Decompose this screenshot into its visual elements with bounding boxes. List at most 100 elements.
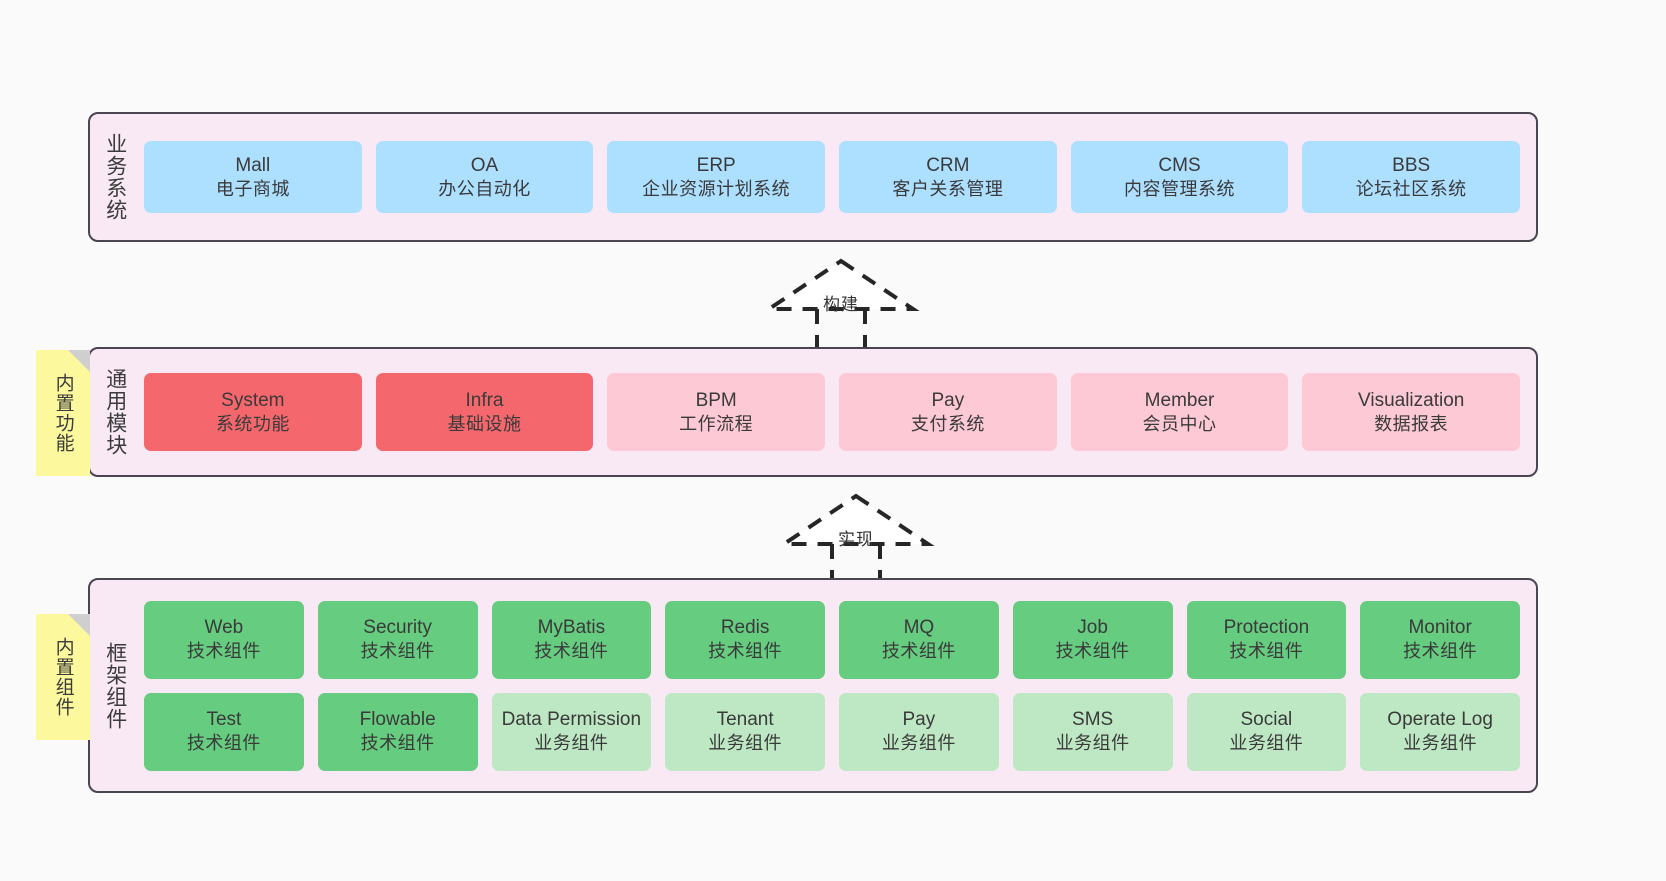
- node-sms[interactable]: SMS 业务组件: [1012, 692, 1173, 771]
- node-infra[interactable]: Infra 基础设施: [375, 373, 594, 451]
- node-data-permission-title: Data Permission: [501, 709, 642, 731]
- node-mybatis-subtitle: 技术组件: [534, 641, 609, 662]
- layer-title-business-system: 业务系统: [103, 133, 127, 221]
- node-test-subtitle: 技术组件: [186, 733, 261, 754]
- node-flowable[interactable]: Flowable 技术组件: [317, 692, 478, 771]
- node-visualization-subtitle: 数据报表: [1374, 413, 1449, 434]
- node-web-title: Web: [204, 617, 244, 639]
- node-operate-log-subtitle: 业务组件: [1403, 733, 1478, 754]
- note-fold-corner-icon: [68, 350, 90, 372]
- node-data-permission-subtitle: 业务组件: [534, 733, 609, 754]
- node-member[interactable]: Member 会员中心: [1070, 373, 1289, 451]
- layer-title-common-module: 通用模块: [103, 368, 127, 456]
- node-monitor[interactable]: Monitor 技术组件: [1360, 600, 1520, 679]
- node-web-subtitle: 技术组件: [186, 641, 261, 662]
- node-job[interactable]: Job 技术组件: [1012, 600, 1173, 679]
- node-oa-subtitle: 办公自动化: [438, 178, 531, 199]
- node-bbs-title: BBS: [1392, 154, 1431, 176]
- row-tech-components: Web 技术组件 Security 技术组件 MyBatis 技术组件 Redi…: [144, 600, 1520, 679]
- node-redis-title: Redis: [720, 617, 770, 639]
- node-erp-subtitle: 企业资源计划系统: [642, 178, 791, 199]
- layer-body-framework-component: Web 技术组件 Security 技术组件 MyBatis 技术组件 Redi…: [140, 580, 1536, 791]
- node-mybatis[interactable]: MyBatis 技术组件: [491, 600, 652, 679]
- node-mq-title: MQ: [903, 617, 935, 639]
- node-data-permission[interactable]: Data Permission 业务组件: [491, 692, 652, 771]
- node-crm-subtitle: 客户关系管理: [892, 178, 1004, 199]
- node-test-title: Test: [206, 709, 242, 731]
- node-erp[interactable]: ERP 企业资源计划系统: [607, 141, 826, 213]
- row-common-modules: System 系统功能 Infra 基础设施 BPM 工作流程 Pay 支付系统…: [144, 373, 1521, 451]
- node-pay-component[interactable]: Pay 业务组件: [839, 692, 999, 771]
- node-monitor-title: Monitor: [1408, 617, 1472, 639]
- node-protection-title: Protection: [1223, 617, 1310, 639]
- node-pay-component-title: Pay: [902, 709, 936, 731]
- node-flowable-subtitle: 技术组件: [360, 733, 435, 754]
- node-pay-module-subtitle: 支付系统: [910, 413, 985, 434]
- node-system-title: System: [221, 389, 285, 411]
- node-bpm-subtitle: 工作流程: [679, 413, 754, 434]
- node-mall-title: Mall: [235, 154, 271, 176]
- node-mall[interactable]: Mall 电子商城: [144, 141, 362, 213]
- node-member-subtitle: 会员中心: [1142, 413, 1217, 434]
- node-cms-subtitle: 内容管理系统: [1124, 178, 1236, 199]
- note-builtin-component-label: 内置组件: [52, 637, 74, 717]
- node-bbs-subtitle: 论坛社区系统: [1355, 178, 1467, 199]
- connector-build: 构建: [761, 257, 921, 353]
- node-visualization-title: Visualization: [1358, 389, 1465, 411]
- node-sms-title: SMS: [1072, 709, 1114, 731]
- node-protection[interactable]: Protection 技术组件: [1186, 600, 1347, 679]
- node-sms-subtitle: 业务组件: [1055, 733, 1130, 754]
- node-bbs[interactable]: BBS 论坛社区系统: [1302, 141, 1521, 213]
- node-mq[interactable]: MQ 技术组件: [839, 600, 999, 679]
- note-fold-corner-icon: [68, 614, 90, 636]
- node-infra-subtitle: 基础设施: [447, 413, 522, 434]
- layer-business-system: 业务系统 Mall 电子商城 OA 办公自动化 ERP 企业资源计划系统 CRM…: [88, 112, 1538, 242]
- node-pay-component-subtitle: 业务组件: [881, 733, 956, 754]
- connector-implement: 实现: [776, 492, 936, 588]
- connector-build-label: 构建: [823, 295, 859, 314]
- layer-common-module: 通用模块 System 系统功能 Infra 基础设施 BPM 工作流程 Pay…: [88, 347, 1538, 477]
- node-bpm[interactable]: BPM 工作流程: [607, 373, 826, 451]
- row-business-components: Test 技术组件 Flowable 技术组件 Data Permission …: [144, 692, 1520, 771]
- node-social[interactable]: Social 业务组件: [1186, 692, 1347, 771]
- node-redis-subtitle: 技术组件: [708, 641, 783, 662]
- node-social-subtitle: 业务组件: [1229, 733, 1304, 754]
- node-pay-module[interactable]: Pay 支付系统: [839, 373, 1057, 451]
- node-security-subtitle: 技术组件: [360, 641, 435, 662]
- node-tenant-title: Tenant: [716, 709, 774, 731]
- layer-framework-component: 框架组件 Web 技术组件 Security 技术组件 MyBatis 技术组件…: [88, 578, 1538, 793]
- node-job-subtitle: 技术组件: [1055, 641, 1130, 662]
- node-operate-log[interactable]: Operate Log 业务组件: [1360, 692, 1520, 771]
- node-mq-subtitle: 技术组件: [881, 641, 956, 662]
- node-crm[interactable]: CRM 客户关系管理: [839, 141, 1057, 213]
- row-business-systems: Mall 电子商城 OA 办公自动化 ERP 企业资源计划系统 CRM 客户关系…: [144, 141, 1521, 213]
- node-test[interactable]: Test 技术组件: [144, 692, 304, 771]
- node-security-title: Security: [363, 617, 432, 639]
- node-oa-title: OA: [470, 154, 499, 176]
- node-redis[interactable]: Redis 技术组件: [665, 600, 825, 679]
- node-system[interactable]: System 系统功能: [144, 373, 362, 451]
- node-social-title: Social: [1240, 709, 1293, 731]
- node-cms[interactable]: CMS 内容管理系统: [1070, 141, 1289, 213]
- node-oa[interactable]: OA 办公自动化: [375, 141, 594, 213]
- node-web[interactable]: Web 技术组件: [144, 600, 304, 679]
- layer-title-framework-component: 框架组件: [103, 641, 127, 730]
- node-erp-title: ERP: [696, 154, 736, 176]
- node-member-title: Member: [1144, 389, 1215, 411]
- node-visualization[interactable]: Visualization 数据报表: [1302, 373, 1521, 451]
- note-builtin-component: 内置组件: [36, 614, 90, 740]
- node-operate-log-title: Operate Log: [1387, 709, 1493, 731]
- node-infra-title: Infra: [465, 389, 504, 411]
- node-mybatis-title: MyBatis: [537, 617, 606, 639]
- node-cms-title: CMS: [1158, 154, 1201, 176]
- node-tenant-subtitle: 业务组件: [708, 733, 783, 754]
- node-bpm-title: BPM: [695, 389, 737, 411]
- note-builtin-function: 内置功能: [36, 350, 90, 476]
- note-builtin-function-label: 内置功能: [52, 373, 74, 453]
- connector-implement-label: 实现: [838, 530, 874, 549]
- node-security[interactable]: Security 技术组件: [317, 600, 478, 679]
- layer-body-business-system: Mall 电子商城 OA 办公自动化 ERP 企业资源计划系统 CRM 客户关系…: [140, 114, 1536, 240]
- node-tenant[interactable]: Tenant 业务组件: [665, 692, 825, 771]
- node-pay-module-title: Pay: [931, 389, 965, 411]
